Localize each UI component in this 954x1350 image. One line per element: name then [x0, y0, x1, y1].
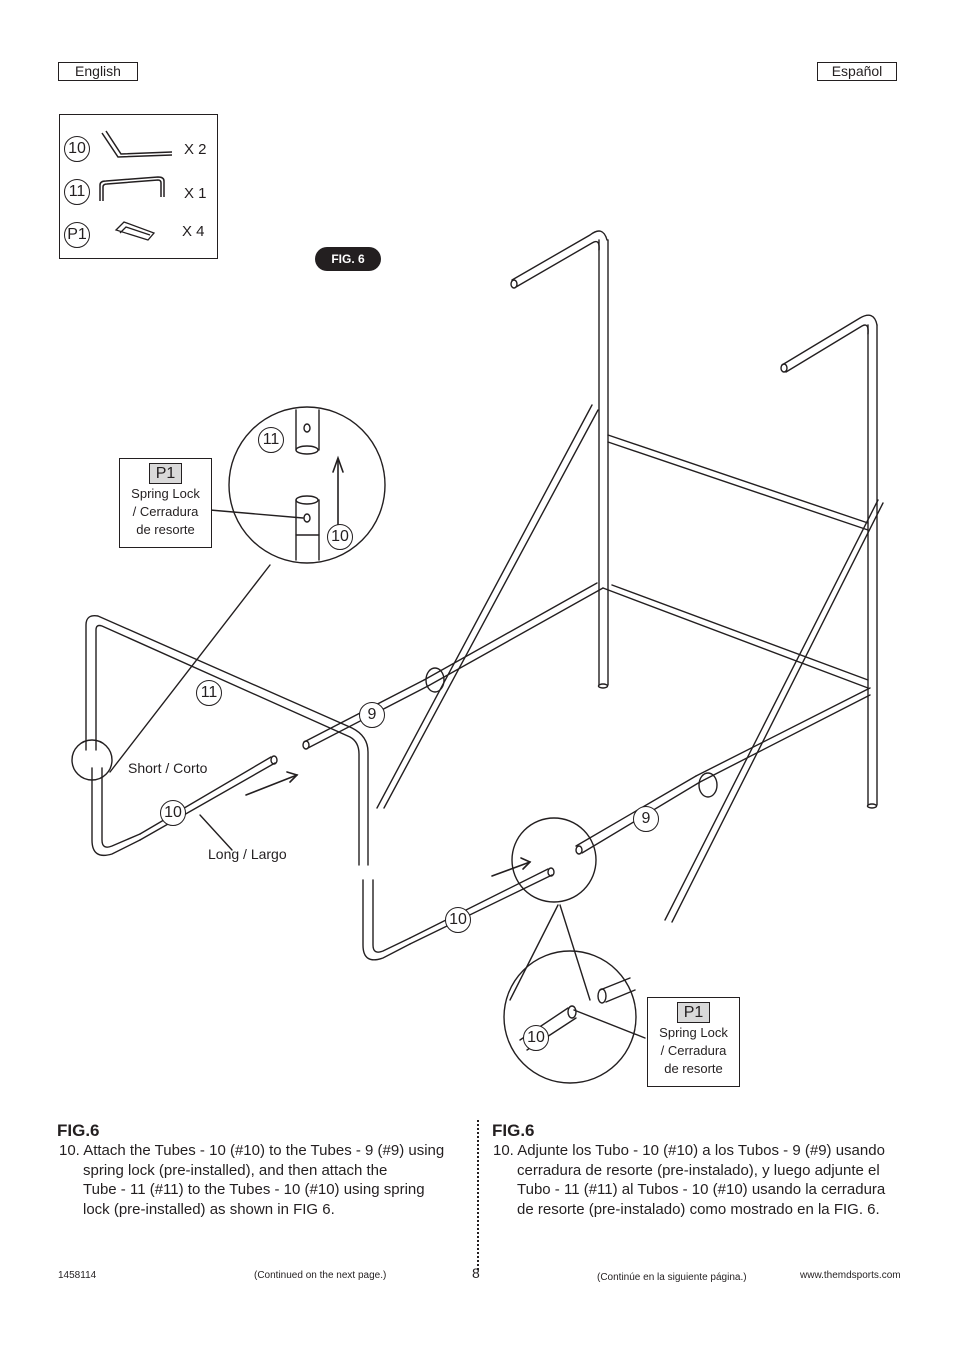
tube-10-left — [139, 755, 278, 841]
instruction-line: Tube - 11 (#11) to the Tubes - 10 (#10) … — [83, 1181, 425, 1198]
parts-icons — [99, 130, 173, 241]
column-divider — [477, 1120, 479, 1270]
spring-lock-icon — [114, 221, 156, 241]
part-tag: P1 — [676, 1002, 711, 1023]
zoom-circle-small — [71, 564, 271, 781]
instruction-line: cerradura de resorte (pre-instalado), y … — [517, 1161, 880, 1179]
callout-line: Spring Lock — [659, 1025, 728, 1040]
front-u-frame — [85, 615, 411, 961]
zoom-circle-top — [209, 406, 386, 564]
brackets — [425, 667, 718, 798]
instruction-line: spring lock (pre-installed), and then at… — [83, 1161, 388, 1179]
figure-badge: FIG. 6 — [315, 247, 381, 271]
part-number: 10 — [523, 1025, 549, 1051]
part-number: 9 — [633, 806, 659, 832]
product-code: 1458114 — [58, 1270, 97, 1281]
part-quantity: X 2 — [184, 141, 207, 158]
part-number: 11 — [64, 179, 90, 205]
website-url[interactable]: www.themdsports.com — [800, 1270, 901, 1281]
arrows — [245, 455, 532, 877]
part-quantity: X 4 — [182, 223, 205, 240]
parts-list: 10 11 P1 X 2 X 1 X 4 — [59, 114, 218, 259]
english-fig-title: FIG.6 — [57, 1121, 100, 1140]
diagonal-braces — [376, 404, 884, 923]
callout-line: Spring Lock — [131, 486, 200, 501]
part-number: 10 — [160, 800, 186, 826]
long-label: Long / Largo — [208, 846, 287, 862]
bottom-frame-rails — [302, 582, 871, 855]
callout-line: / Cerradura — [132, 504, 199, 519]
part-number: 10 — [327, 524, 353, 550]
spanish-instructions: 10. Adjunte los Tubo - 10 (#10) a los Tu… — [493, 1141, 933, 1219]
part-number: 10 — [445, 907, 471, 933]
part-quantity: X 1 — [184, 185, 207, 202]
short-label: Short / Corto — [128, 760, 208, 776]
part-number: 9 — [359, 702, 385, 728]
part-tag: P1 — [148, 463, 183, 484]
callout-line: / Cerradura — [660, 1043, 727, 1058]
continued-spanish: (Continúe en la siguiente página.) — [597, 1272, 747, 1283]
instruction-line: de resorte (pre-instalado) como mostrado… — [517, 1200, 880, 1218]
assembly-diagram — [71, 230, 884, 1084]
part-number: P1 — [64, 222, 90, 248]
tube-11-icon — [99, 176, 165, 201]
instruction-line: 10. Adjunte los Tubo - 10 (#10) a los Tu… — [493, 1142, 885, 1159]
english-instructions: 10. Attach the Tubes - 10 (#10) to the T… — [59, 1141, 471, 1219]
tube-10-icon — [101, 130, 173, 158]
spanish-fig-title: FIG.6 — [492, 1121, 535, 1140]
language-label-spanish: Español — [817, 62, 897, 81]
back-left-upright — [510, 230, 609, 689]
callout-line: de resorte — [136, 522, 195, 537]
callout-line: de resorte — [664, 1061, 723, 1076]
instruction-line: lock (pre-installed) as shown in FIG 6. — [83, 1200, 335, 1218]
instruction-line: Tubo - 11 (#11) al Tubos - 10 (#10) usan… — [517, 1181, 886, 1198]
part-number: 11 — [258, 427, 284, 453]
page-number: 8 — [472, 1265, 480, 1281]
zoom-circle-mid — [509, 817, 597, 1001]
instruction-line: 10. Attach the Tubes - 10 (#10) to the T… — [59, 1142, 445, 1159]
spring-lock-callout-top: P1 Spring Lock / Cerradura de resorte — [119, 458, 212, 548]
back-right-upright — [780, 314, 878, 809]
spring-lock-callout-bottom: P1 Spring Lock / Cerradura de resorte — [647, 997, 740, 1087]
tube-10-right — [409, 867, 555, 945]
part-number: 10 — [64, 136, 90, 162]
language-label-english: English — [58, 62, 138, 81]
continued-english: (Continued on the next page.) — [254, 1270, 387, 1281]
part-number: 11 — [196, 680, 222, 706]
top-back-crossbar — [607, 434, 869, 531]
leader-lines — [199, 814, 233, 851]
